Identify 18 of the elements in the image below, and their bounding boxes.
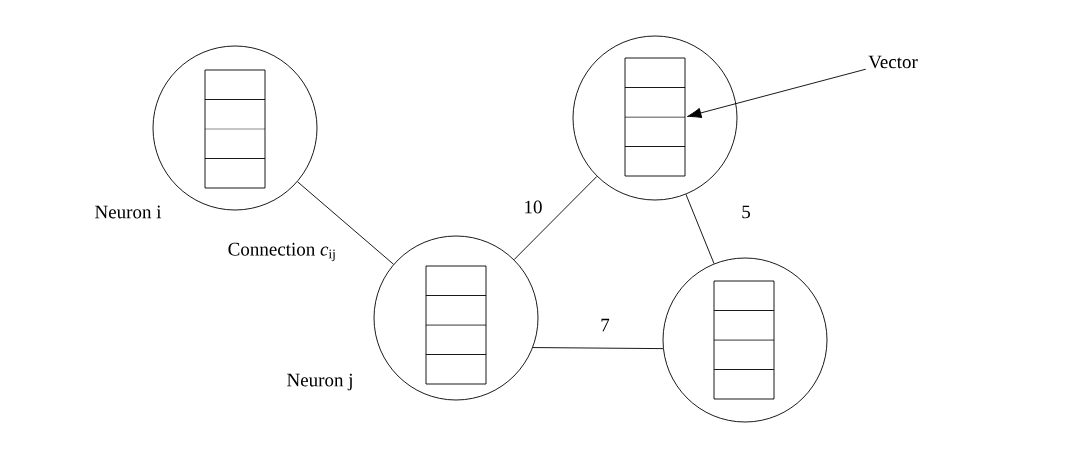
leader-line [686,68,867,119]
connection-line [297,181,394,265]
neuron-circle [662,257,828,423]
edge-label: 10 [522,199,544,215]
vector-box [204,69,266,189]
edge-label: Connection c$_{ij}$ [226,241,338,263]
neuron-circle [572,35,738,201]
connection-line [513,176,598,260]
node-caption: Neuron j [287,373,352,391]
node-caption: Neuron i [95,205,162,219]
connection-line [685,193,715,265]
edge-label: 7 [599,317,611,333]
callout-text: Vector [868,55,918,69]
connection-line [532,347,664,350]
vector-box [713,280,775,400]
edge-label: 5 [740,204,752,220]
vector-box [624,57,686,177]
vector-box [425,265,487,385]
